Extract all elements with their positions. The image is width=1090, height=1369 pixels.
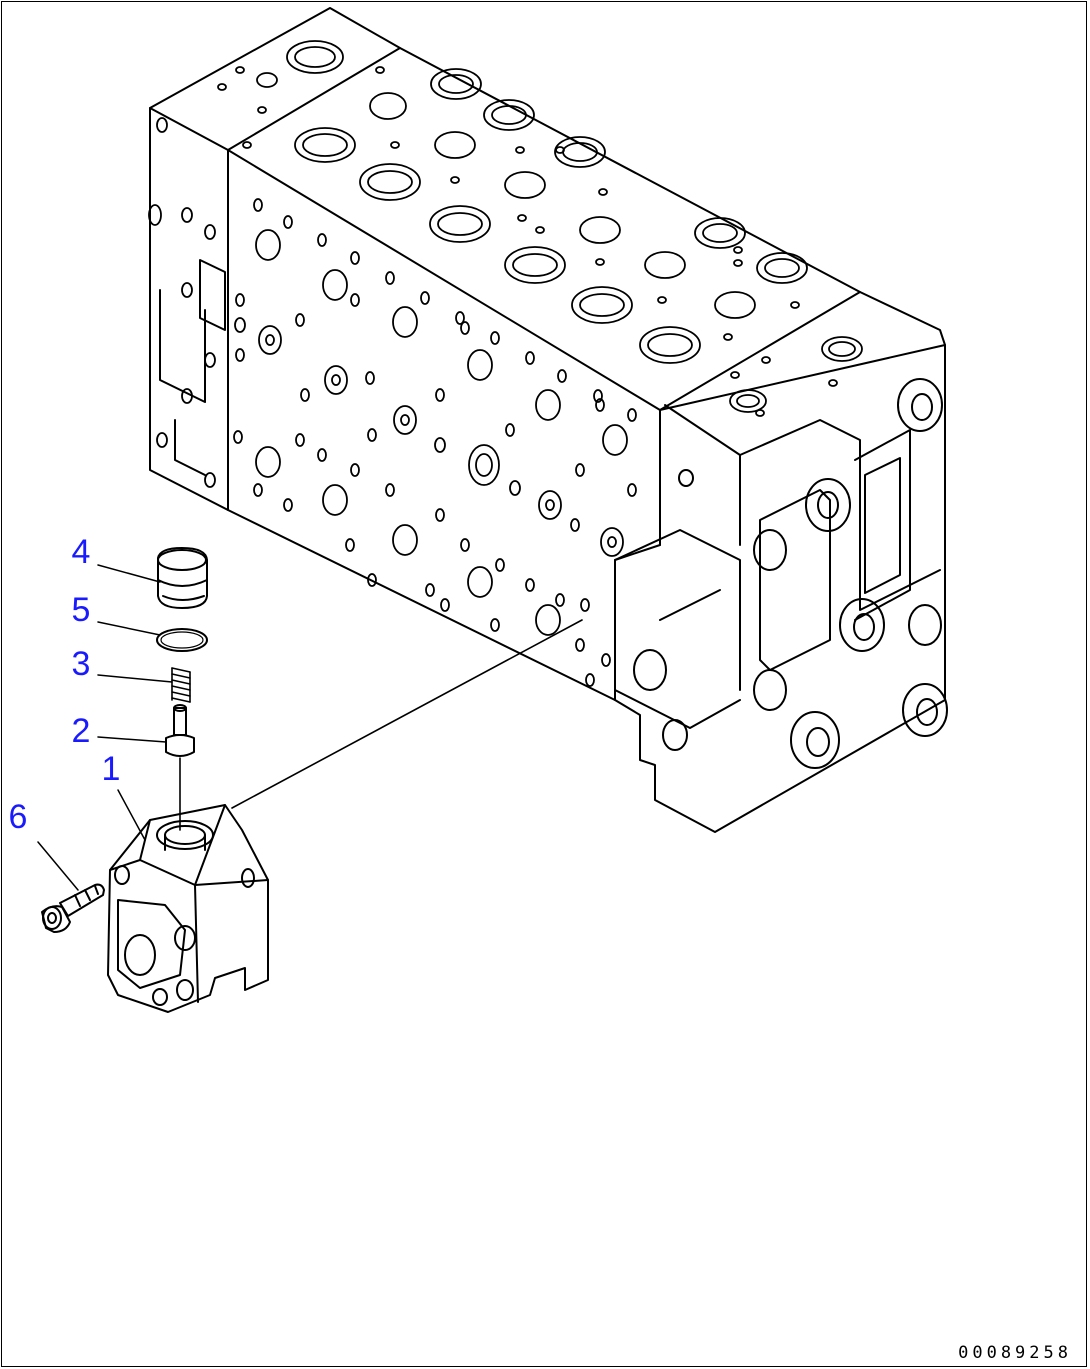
callout-6: 6 bbox=[8, 798, 28, 836]
front-face-holes bbox=[233, 198, 637, 687]
end-face-holes bbox=[148, 117, 216, 488]
assembly-line bbox=[231, 619, 583, 809]
plug-part-4 bbox=[157, 547, 208, 609]
figure-code: 00089258 bbox=[958, 1343, 1072, 1363]
relief-valve-housing-part-1 bbox=[107, 804, 269, 1013]
o-ring-part-5 bbox=[156, 628, 208, 652]
callout-1: 1 bbox=[101, 750, 121, 788]
callout-2: 2 bbox=[71, 712, 91, 750]
control-valve-body bbox=[149, 7, 948, 833]
callout-3: 3 bbox=[71, 645, 91, 683]
callout-5: 5 bbox=[71, 591, 91, 629]
top-port-holes bbox=[217, 40, 863, 417]
bolt-part-6 bbox=[41, 883, 105, 933]
callout-4: 4 bbox=[71, 533, 91, 571]
spring-part-3 bbox=[171, 667, 191, 703]
poppet-part-2 bbox=[165, 704, 195, 757]
leader-lines bbox=[37, 564, 173, 891]
